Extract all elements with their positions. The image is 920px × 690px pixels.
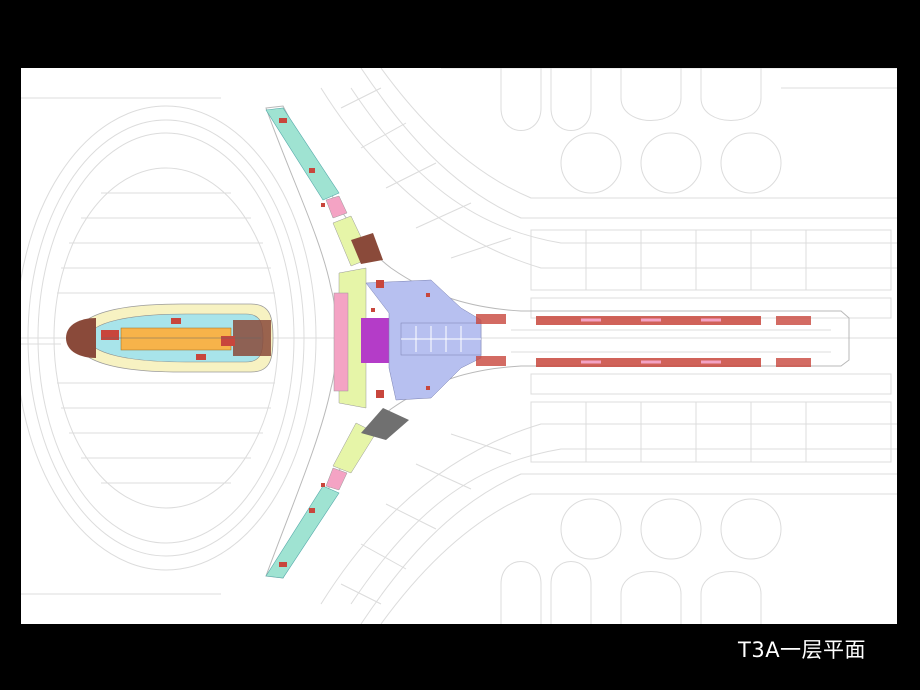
lower-pier <box>265 408 409 579</box>
east-concourse <box>476 314 831 367</box>
plan-caption: T3A一层平面 <box>738 638 867 662</box>
garage-plan <box>66 303 274 373</box>
floor-plan-drawing <box>21 68 897 624</box>
floor-plan <box>21 68 897 624</box>
site-linework <box>21 68 897 624</box>
upper-pier <box>265 107 383 267</box>
central-hub <box>333 267 482 409</box>
markers <box>321 203 430 487</box>
